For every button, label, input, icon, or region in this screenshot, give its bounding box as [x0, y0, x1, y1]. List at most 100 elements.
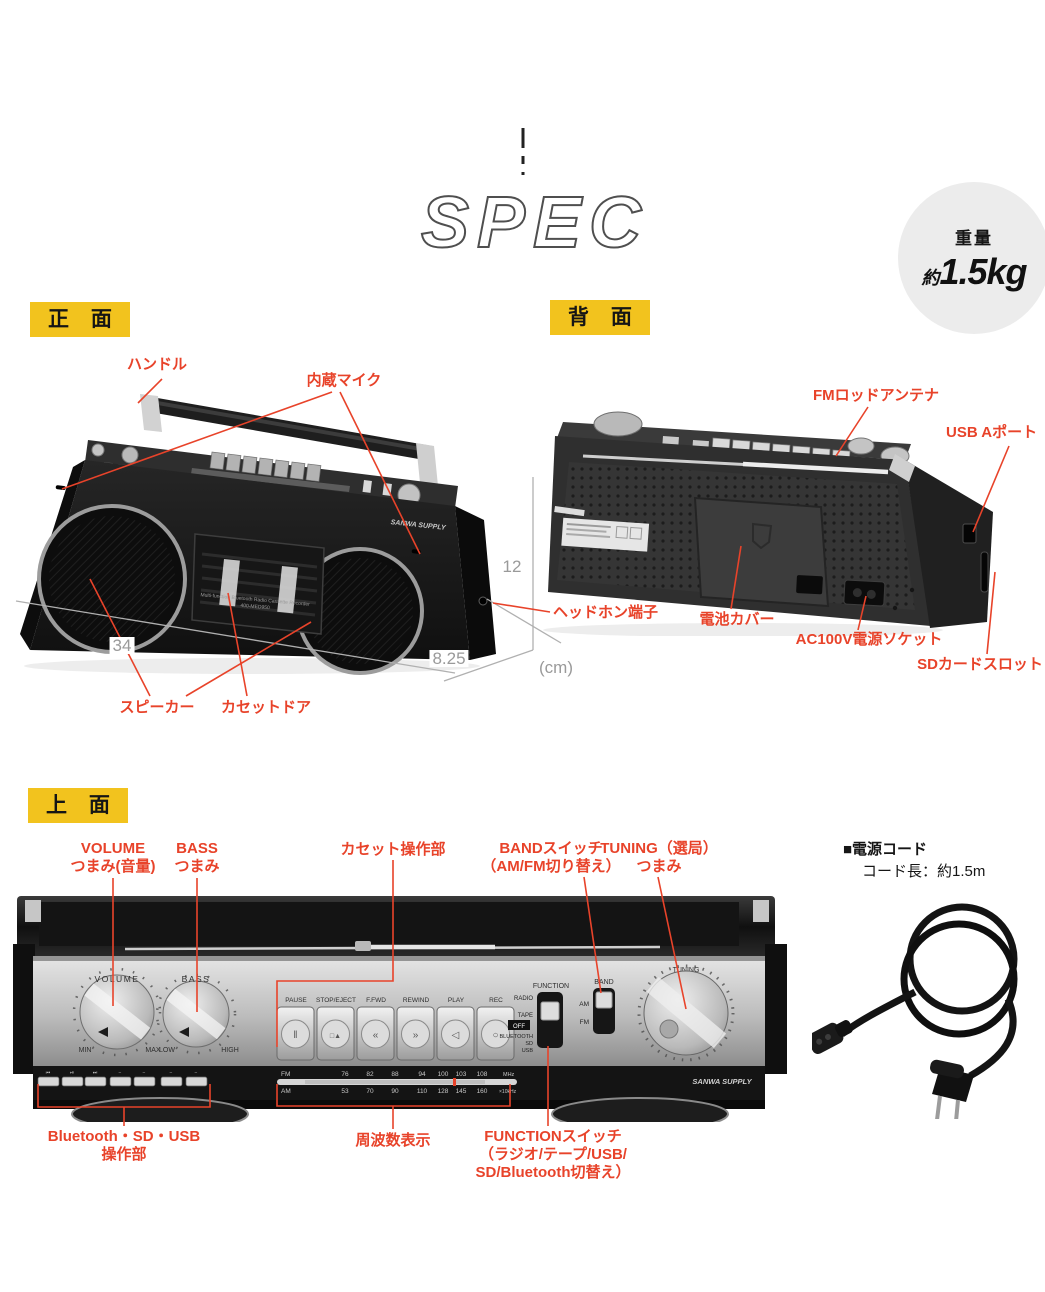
top-brand-logo: SANWA SUPPLY: [692, 1077, 752, 1086]
am-tick: 53: [341, 1088, 349, 1095]
band-switch-title: BAND: [594, 979, 613, 986]
am-tick: 110: [417, 1088, 428, 1095]
page-title: SPEC: [421, 183, 649, 263]
section-heading-top: 上 面: [28, 788, 128, 823]
bt-button-icon: −: [119, 1070, 122, 1076]
bt-prev-button: [37, 1076, 60, 1087]
front-view-illustration: Multi-function Bluetooth Radio Cassette …: [20, 394, 496, 675]
bt-mode-button: [109, 1076, 132, 1087]
ac-power-socket: [843, 579, 886, 607]
callout-function-line2: （ラジオ/テープ/USB/: [479, 1146, 627, 1163]
handle: [144, 396, 432, 461]
back-knob-left: [593, 411, 643, 437]
callout-sd-slot: SDカードスロット: [917, 656, 1043, 673]
bt-button-icon: −: [195, 1070, 198, 1076]
battery-cover: [693, 496, 830, 608]
bt-button: [133, 1076, 156, 1087]
weight-prefix: 約: [921, 267, 940, 288]
callout-bluetooth-ops: Bluetooth・SD・USB 操作部: [48, 1128, 201, 1164]
callout-ac-socket: AC100V電源ソケット: [795, 631, 943, 648]
callout-bass-line2: つまみ: [174, 858, 220, 875]
mic-hole-left: [55, 485, 66, 490]
callout-tuning-line2: つまみ: [636, 858, 682, 875]
speaker-top-left: [71, 1097, 249, 1122]
am-tick: 160: [477, 1088, 488, 1095]
bt-play-pause-button: [61, 1076, 84, 1087]
dimension-unit: (cm): [536, 659, 576, 676]
function-sd-label: SD: [525, 1041, 533, 1047]
usb-a-port: [962, 523, 977, 544]
power-cord-title: ■電源コード: [843, 841, 928, 858]
band-fm-label: FM: [580, 1019, 589, 1026]
callout-cassette-door: カセットドア: [220, 699, 312, 716]
dimension-width: 34: [109, 637, 135, 654]
figure8-connector: [812, 1020, 853, 1054]
stop-eject-button-label: STOP/EJECT: [316, 997, 356, 1004]
callout-handle: ハンドル: [126, 356, 188, 373]
callout-bt-line2: 操作部: [101, 1146, 147, 1163]
fm-tick: 94: [418, 1071, 426, 1078]
callout-battery-cover: 電池カバー: [699, 611, 775, 628]
callout-tuning-line1: TUNING（選局）: [600, 840, 718, 857]
power-cord-length: コード長：約1.5m: [862, 863, 986, 880]
fm-tick: 100: [438, 1071, 449, 1078]
callout-cassette-ops: カセット操作部: [340, 841, 446, 858]
fast-forward-icon: «: [373, 1030, 379, 1041]
fm-tick: 88: [391, 1071, 399, 1078]
top-view-illustration: VOLUME MIN MAX BASS LOW HIGH PAUSE STOP/…: [13, 896, 787, 1122]
spec-title-graphic: SPEC: [420, 182, 649, 264]
power-cord-illustration: [812, 903, 1018, 1119]
pause-button-label: PAUSE: [285, 997, 307, 1004]
callout-band-line2: （AM/FM切り替え）: [481, 858, 621, 875]
sd-card-slot: [980, 551, 989, 593]
callout-bass: BASS つまみ: [174, 840, 219, 876]
back-view-illustration: [543, 411, 993, 636]
volume-knob-label: VOLUME: [95, 974, 140, 984]
volume-min-label: MIN: [79, 1047, 92, 1054]
callout-volume-line2: つまみ(音量): [70, 858, 156, 875]
callout-frequency: 周波数表示: [355, 1132, 431, 1149]
bass-knob-label: BASS: [182, 974, 211, 984]
callout-mic: 内蔵マイク: [306, 372, 382, 389]
play-button-label: PLAY: [448, 997, 465, 1004]
back-knob-right-1: [847, 437, 875, 455]
freq-fm-label: FM: [281, 1071, 290, 1078]
dimension-height: 12: [499, 558, 525, 575]
back-right-side: [905, 460, 993, 628]
callout-fm-antenna: FMロッドアンテナ: [812, 387, 940, 404]
am-tick: 70: [366, 1088, 374, 1095]
prev-track-icon: ⏮: [46, 1070, 51, 1076]
callout-bass-line1: BASS: [176, 840, 218, 857]
stop-eject-icon: □▲: [330, 1033, 341, 1040]
bass-high-label: HIGH: [221, 1047, 239, 1054]
spec-sticker: [561, 517, 650, 552]
function-bluetooth-label: BLUETOOTH: [499, 1034, 533, 1040]
play-icon: ◁: [452, 1030, 460, 1041]
bt-button: [160, 1076, 183, 1087]
callout-bt-line1: Bluetooth・SD・USB: [47, 1128, 201, 1145]
bass-low-label: LOW: [159, 1047, 175, 1054]
am-tick: 90: [391, 1088, 399, 1095]
freq-am-unit: ×10kHz: [499, 1089, 517, 1095]
function-off-label: OFF: [513, 1024, 525, 1030]
fm-tick: 76: [341, 1071, 349, 1078]
weight-label: 重量: [955, 228, 993, 248]
fm-tick: 103: [456, 1071, 467, 1078]
next-track-icon: ⏭: [93, 1070, 98, 1076]
fm-tick: 82: [366, 1071, 374, 1078]
callout-function: FUNCTIONスイッチ （ラジオ/テープ/USB/ SD/Bluetooth切…: [476, 1128, 631, 1182]
rewind-button-label: REWIND: [403, 997, 430, 1004]
front-right-side: [455, 506, 496, 660]
volume-max-label: MAX: [145, 1047, 161, 1054]
dimension-depth: 8.25: [429, 650, 469, 667]
callout-function-line1: FUNCTIONスイッチ: [484, 1128, 622, 1145]
function-switch-title: FUNCTION: [533, 983, 569, 990]
two-prong-plug: [930, 1059, 974, 1119]
callout-function-line3: SD/Bluetooth切替え）: [475, 1164, 631, 1181]
function-radio-label: RADIO: [514, 996, 533, 1002]
freq-fm-unit: MHz: [503, 1072, 515, 1078]
band-am-label: AM: [579, 1001, 589, 1008]
bt-button-icon: −: [170, 1070, 173, 1076]
bt-next-button: [84, 1076, 107, 1087]
